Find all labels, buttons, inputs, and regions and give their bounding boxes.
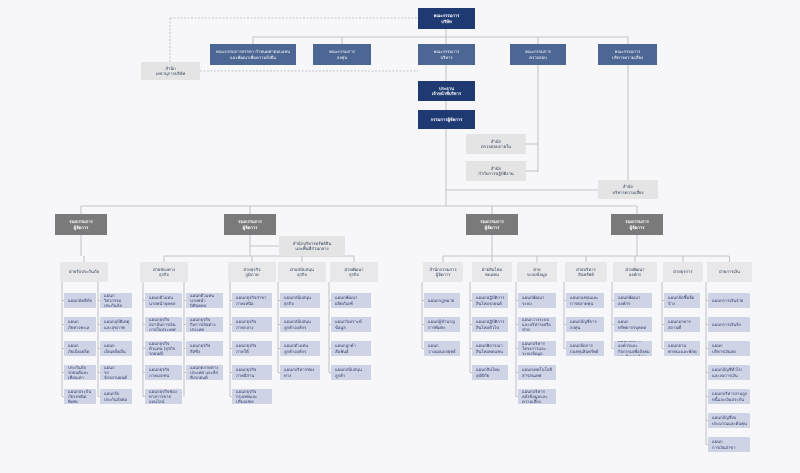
unit-v5-2: แผนกวิเคราะห์ ข้อมูล xyxy=(331,317,371,332)
division-v2: ฝ่ายช่องทาง ธุรกิจ xyxy=(140,262,188,282)
committee-nomination: คณะกรรมการสรรหา กำหนดค่าตอบแทน และพัฒนาเ… xyxy=(210,44,296,65)
managing-director-box: กรรมการผู้จัดการ xyxy=(418,110,475,129)
company-secretary-box: สำนัก เลขานุการบริษัท xyxy=(141,62,200,80)
unit-v4-4: แผนกบริหารช่องทาง xyxy=(280,365,320,380)
deputy-md-3: รองกรรมการ ผู้จัดการ xyxy=(466,214,518,235)
unit-v12-3: แผนก บริหารเงินสด xyxy=(708,341,750,356)
unit-v6-3: แผนก วางแผนกลยุทธ์ xyxy=(424,341,460,356)
asset-office-box: สำนักบริหารทรัพย์สิน และพื้นที่ส่วนกลาง xyxy=(279,236,345,256)
division-v10: ฝ่ายพัฒนา องค์กร xyxy=(613,262,657,282)
audit-office-box: สำนัก ตรวจสอบภายใน xyxy=(466,134,526,154)
deputy-md-4: รองกรรมการ ผู้จัดการ xyxy=(611,214,663,235)
unit-v2-3: แผนกธุรกิจสถาบันการเงินภายในประเทศ xyxy=(145,317,182,332)
unit-v9-1: แผนกลงทุนและการตลาดทุน xyxy=(566,293,604,308)
unit-v5-4: แผนกสนับสนุนลูกค้า xyxy=(331,365,371,380)
unit-v10-2: แผนก ทรัพยากรบุคคล xyxy=(614,317,652,332)
unit-v2-1: แผนกตัวแทนนายหน้าบุคคล xyxy=(145,293,182,308)
unit-v12-4: แผนกบัญชีทั่วไปและงบการเงิน xyxy=(708,365,750,380)
unit-v3-5: แผนกธุรกิจ กรุงเทพและปริมณฑล xyxy=(232,389,272,404)
unit-v1-3: แผนก ภัยทางทะเล xyxy=(64,317,96,332)
division-v7: ฝ่ายสินไหม ทดแทน xyxy=(472,262,512,282)
unit-v4-3: แผนกตัวแทนลูกค้าองค์กร xyxy=(280,341,320,356)
unit-v7-1: แผนกปฏิบัติการสินไหมรถยนต์ xyxy=(472,293,508,308)
unit-v6-1: แผนกกฎหมาย xyxy=(424,293,460,308)
unit-v10-3: แผนกสื่อสารองค์กรและกิจกรรมเพื่อสังคมและ… xyxy=(614,341,652,356)
unit-v2-6: แผนกธุรกิจ ลีสซิ่ง xyxy=(186,341,223,356)
unit-v2-2: แผนกตัวแทนนายหน้านิติบุคคล xyxy=(186,293,223,308)
unit-v1-2: แผนกวิศวกรรมประกันภัย xyxy=(100,293,132,308)
unit-v11-1: แผนกจัดซื้อจัดจ้าง xyxy=(664,293,700,308)
unit-v8-3: แผนกบริหาร โครงการและระบบข้อมูล xyxy=(518,341,556,356)
division-v9: ฝ่ายบริหาร สินทรัพย์ xyxy=(565,262,607,282)
unit-v1-6: แผนกเบ็ดเตล็ดอื่น xyxy=(100,341,132,356)
committee-investment: คณะกรรมการ ลงทุน xyxy=(313,44,371,65)
unit-v3-2: แผนกธุรกิจ ภาคกลาง xyxy=(232,317,272,332)
unit-v1-10: แผนกรับประกันภัยต่อ xyxy=(100,389,132,404)
unit-v2-5: แผนกธุรกิจตัวแทน (ธุรกิจรถยนต์) xyxy=(145,341,182,356)
unit-v10-1: แผนกพัฒนาองค์กร xyxy=(614,293,652,308)
unit-v1-9: แผนกประกันภัยรถชนิดพิเศษ xyxy=(64,389,96,404)
committee-risk: คณะกรรมการ บริหารความเสี่ยง xyxy=(598,44,657,65)
unit-v5-3: แผนกลูกค้าสัมพันธ์ xyxy=(331,341,371,356)
unit-v3-3: แผนกธุรกิจ ภาคใต้ xyxy=(232,341,272,356)
unit-v3-1: แผนกธุรกิจสาขาภาคเหนือ xyxy=(232,293,272,308)
unit-v2-9: แผนกธุรกิจช่องทางการขายออนไลน์ xyxy=(145,389,182,404)
division-v6: สำนักกรรมการ ผู้จัดการ xyxy=(423,262,463,282)
unit-v1-1: แผนกอัคคีภัย xyxy=(64,293,96,308)
unit-v4-1: แผนกสนับสนุนธุรกิจ xyxy=(280,293,320,308)
unit-v5-1: แผนกพัฒนาผลิตภัณฑ์ xyxy=(331,293,371,308)
unit-v8-5: แผนกบริหาร คลังข้อมูลและความเสี่ยง xyxy=(518,389,556,404)
unit-v1-4: แผนกอุบัติเหตุและสุขภาพ xyxy=(100,317,132,332)
unit-v2-4: แผนกธุรกิจกิจการเงินต่างประเทศ xyxy=(186,317,223,332)
unit-v2-8: แผนกตลาดต่างประเทศ และลีสซิ่งรถยนต์ xyxy=(186,365,223,380)
unit-v7-2: แผนกปฏิบัติการสินไหมทั่วไป xyxy=(472,317,508,332)
unit-v12-5: แผนกบริหารงานลูกหนี้และเงินประกัน xyxy=(708,389,750,404)
unit-v12-7: แผนก การเงินสาขา xyxy=(708,437,750,452)
unit-v12-6: แผนกบัญชีงบประมาณและต้นทุน xyxy=(708,413,750,428)
unit-v1-8: แผนก รถจักรยานยนต์ xyxy=(100,365,132,380)
unit-v11-3: แผนกยานพาหนะและพัสดุ xyxy=(664,341,700,356)
division-v1: ฝ่ายรับประกันภัย xyxy=(60,262,108,282)
deputy-md-1: รองกรรมการ ผู้จัดการ xyxy=(55,214,107,235)
board-box: คณะกรรมการ บริษัท xyxy=(418,8,475,29)
unit-v2-7: แผนกธุรกิจ ภาคเอกชน xyxy=(145,365,182,380)
division-v11: ฝ่ายธุรการ xyxy=(663,262,703,282)
unit-v3-4: แผนกธุรกิจ ภาคอีสาน xyxy=(232,365,272,380)
unit-v12-2: แผนกการเงินรับ xyxy=(708,317,750,332)
division-v5: ฝ่ายพัฒนา ธุรกิจ xyxy=(330,262,378,282)
division-v3: ฝ่ายธุรกิจ ภูมิภาค xyxy=(228,262,276,282)
committee-executive: คณะกรรมการ บริหาร xyxy=(418,44,475,65)
unit-v4-2: แผนกสนับสนุนลูกค้าองค์กร xyxy=(280,317,320,332)
unit-v8-2: แผนกวางระบบและบริหารเครือข่าย xyxy=(518,317,556,332)
chairman-exec-box: ประธาน เจ้าหน้าที่บริหาร xyxy=(418,81,475,101)
compliance-office-box: สำนัก กำกับการปฏิบัติงาน xyxy=(466,161,526,181)
unit-v7-4: แผนกสินไหมอุบัติภัย xyxy=(472,365,508,380)
unit-v6-2: แผนกผู้ชำนาญการพิเศษ xyxy=(424,317,460,332)
division-v4: ฝ่ายสนับสนุน ธุรกิจ xyxy=(278,262,326,282)
committee-audit: คณะกรรมการ ตรวจสอบ xyxy=(510,44,566,65)
unit-v1-7: แผนกรับประกันภัยรถยนต์และเทียบเท่ารถยนต์ xyxy=(64,365,96,380)
risk-office-box: สำนัก บริหารความเสี่ยง xyxy=(598,180,658,199)
unit-v8-4: แผนกเทคโนโลยีสารสนเทศ xyxy=(518,365,556,380)
division-v12: ฝ่ายการเงิน xyxy=(707,262,752,282)
division-v8: ฝ่าย ระบบข้อมูล xyxy=(517,262,557,282)
unit-v8-1: แผนกพัฒนาระบบ xyxy=(518,293,556,308)
unit-v9-3: แผนกจัดการกองทุนสินทรัพย์ xyxy=(566,341,604,356)
unit-v9-2: แผนกบัญชีการลงทุน xyxy=(566,317,604,332)
unit-v1-5: แผนก ภัยเบ็ดเตล็ด xyxy=(64,341,96,356)
unit-v12-1: แผนกการเงินจ่าย xyxy=(708,293,750,308)
unit-v7-3: แผนกพิจารณาสินไหมทดแทน xyxy=(472,341,508,356)
deputy-md-2: รองกรรมการ ผู้จัดการ xyxy=(224,214,276,235)
unit-v11-2: แผนกอาคารสถานที่ xyxy=(664,317,700,332)
